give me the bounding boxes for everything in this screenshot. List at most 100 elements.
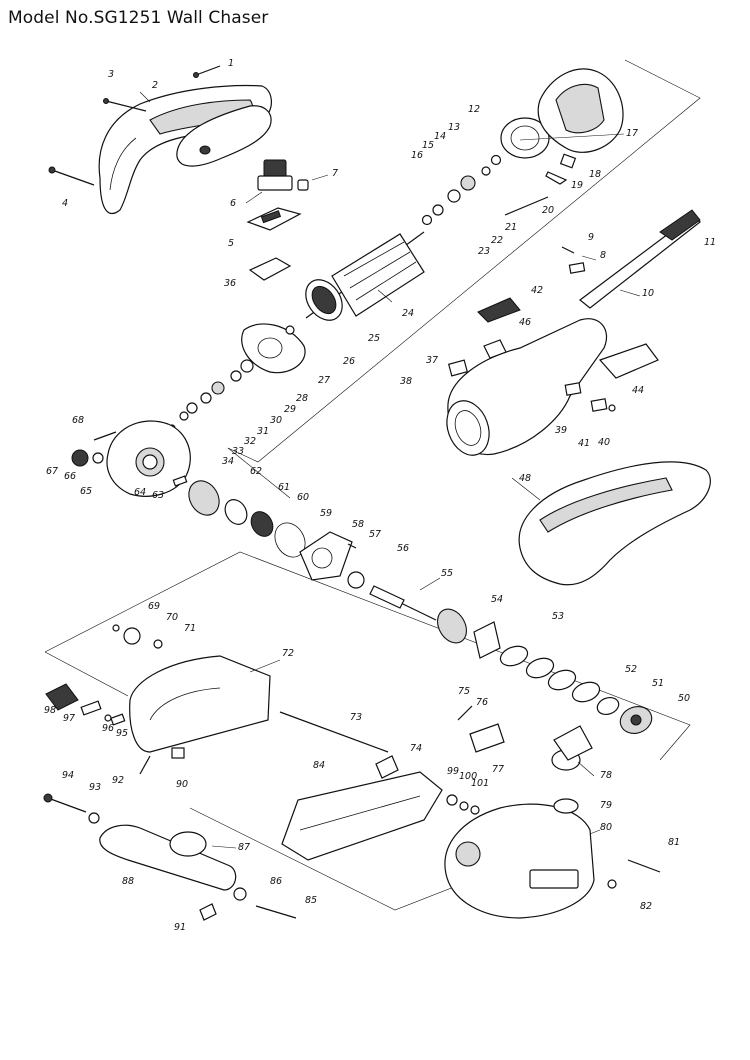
part-number-label: 27 bbox=[318, 375, 330, 386]
part-number-label: 67 bbox=[46, 466, 58, 477]
part-number-label: 86 bbox=[270, 876, 282, 887]
part-number-label: 61 bbox=[278, 482, 290, 493]
part-number-label: 13 bbox=[448, 122, 460, 133]
part-number-label: 58 bbox=[352, 519, 364, 530]
leader-lines bbox=[139, 91, 641, 849]
switch-plate-part bbox=[246, 207, 302, 231]
part-number-label: 91 bbox=[174, 922, 186, 933]
depth-guide-part bbox=[112, 624, 271, 753]
part-number-label: 40 bbox=[598, 437, 610, 448]
brush-and-holder-parts bbox=[564, 343, 659, 412]
part-number-label: 39 bbox=[555, 425, 567, 436]
part-number-label: 71 bbox=[184, 623, 196, 634]
part-number-label: 36 bbox=[224, 278, 236, 289]
part-number-label: 55 bbox=[441, 568, 453, 579]
part-number-label: 81 bbox=[668, 837, 680, 848]
part-number-label: 98 bbox=[44, 705, 56, 716]
gear-shaft-group bbox=[188, 480, 501, 659]
rear-handle-part bbox=[518, 461, 711, 586]
part-number-label: 20 bbox=[542, 205, 554, 216]
part-number-label: 95 bbox=[116, 728, 128, 739]
part-number-label: 25 bbox=[368, 333, 380, 344]
part-number-label: 52 bbox=[625, 664, 637, 675]
part-number-label: 38 bbox=[400, 376, 412, 387]
part-number-label: 64 bbox=[134, 487, 146, 498]
part-number-label: 46 bbox=[519, 317, 531, 328]
part-number-label: 69 bbox=[148, 601, 160, 612]
part-number-label: 42 bbox=[531, 285, 543, 296]
part-number-label: 82 bbox=[640, 901, 652, 912]
part-number-label: 30 bbox=[270, 415, 282, 426]
part-number-label: 87 bbox=[238, 842, 250, 853]
part-number-label: 100 bbox=[459, 771, 477, 782]
wheel-guard-part bbox=[444, 705, 661, 919]
part-number-label: 15 bbox=[422, 140, 434, 151]
part-number-label: 21 bbox=[505, 222, 517, 233]
part-number-label: 48 bbox=[519, 473, 531, 484]
part-number-label: 11 bbox=[704, 237, 716, 248]
part-number-label: 66 bbox=[64, 471, 76, 482]
part-number-label: 80 bbox=[600, 822, 612, 833]
assembly-frame-lines bbox=[44, 59, 701, 911]
knob-and-screw-parts bbox=[43, 683, 185, 824]
part-number-label: 22 bbox=[491, 235, 503, 246]
gear-housing-part bbox=[71, 420, 191, 497]
part-number-label: 96 bbox=[102, 723, 114, 734]
switch-part bbox=[257, 159, 309, 191]
part-number-label: 54 bbox=[491, 594, 503, 605]
part-number-labels: 1234567891011121314151617181920212223242… bbox=[44, 58, 716, 933]
part-number-label: 37 bbox=[426, 355, 438, 366]
part-number-label: 75 bbox=[458, 686, 470, 697]
part-number-label: 29 bbox=[284, 404, 296, 415]
screw-parts bbox=[48, 65, 221, 186]
cord-guard-part bbox=[561, 209, 701, 309]
flange-parts-stack bbox=[168, 323, 306, 432]
part-number-label: 5 bbox=[228, 238, 234, 249]
part-number-label: 62 bbox=[250, 466, 262, 477]
part-number-label: 90 bbox=[176, 779, 188, 790]
part-number-label: 63 bbox=[152, 490, 164, 501]
part-number-label: 50 bbox=[678, 693, 690, 704]
part-number-label: 24 bbox=[402, 308, 414, 319]
part-number-label: 6 bbox=[230, 198, 236, 209]
part-number-label: 84 bbox=[313, 760, 325, 771]
part-number-label: 88 bbox=[122, 876, 134, 887]
part-number-label: 31 bbox=[257, 426, 269, 437]
part-number-label: 93 bbox=[89, 782, 101, 793]
handle-cover-part bbox=[176, 105, 272, 167]
page-title: Model No.SG1251 Wall Chaser bbox=[8, 8, 269, 28]
part-number-label: 101 bbox=[471, 778, 489, 789]
part-number-label: 53 bbox=[552, 611, 564, 622]
part-number-label: 33 bbox=[232, 446, 244, 457]
part-number-label: 17 bbox=[626, 128, 638, 139]
part-number-label: 97 bbox=[63, 713, 75, 724]
part-number-label: 19 bbox=[571, 180, 583, 191]
part-number-label: 14 bbox=[434, 131, 446, 142]
part-number-label: 32 bbox=[244, 436, 256, 447]
clip-part bbox=[248, 257, 292, 281]
part-number-label: 65 bbox=[80, 486, 92, 497]
part-number-label: 78 bbox=[600, 770, 612, 781]
part-number-label: 9 bbox=[588, 232, 594, 243]
part-number-label: 72 bbox=[282, 648, 294, 659]
part-number-label: 2 bbox=[152, 80, 158, 91]
washer-series-upper bbox=[421, 154, 502, 226]
part-number-label: 99 bbox=[447, 766, 459, 777]
part-number-label: 34 bbox=[222, 456, 234, 467]
part-number-label: 79 bbox=[600, 800, 612, 811]
brush-holder-small-parts bbox=[504, 153, 577, 216]
part-number-label: 74 bbox=[410, 743, 422, 754]
part-number-label: 23 bbox=[478, 246, 490, 257]
part-number-label: 41 bbox=[578, 438, 590, 449]
part-number-label: 59 bbox=[320, 508, 332, 519]
part-number-label: 57 bbox=[369, 529, 381, 540]
motor-housing-cap-part bbox=[537, 68, 624, 153]
part-number-label: 56 bbox=[397, 543, 409, 554]
motor-housing-part bbox=[446, 297, 608, 456]
base-plate-part bbox=[281, 771, 443, 861]
blade-discs-part bbox=[499, 645, 653, 734]
part-number-label: 18 bbox=[589, 169, 601, 180]
part-number-label: 3 bbox=[108, 69, 114, 80]
part-number-label: 44 bbox=[632, 385, 644, 396]
